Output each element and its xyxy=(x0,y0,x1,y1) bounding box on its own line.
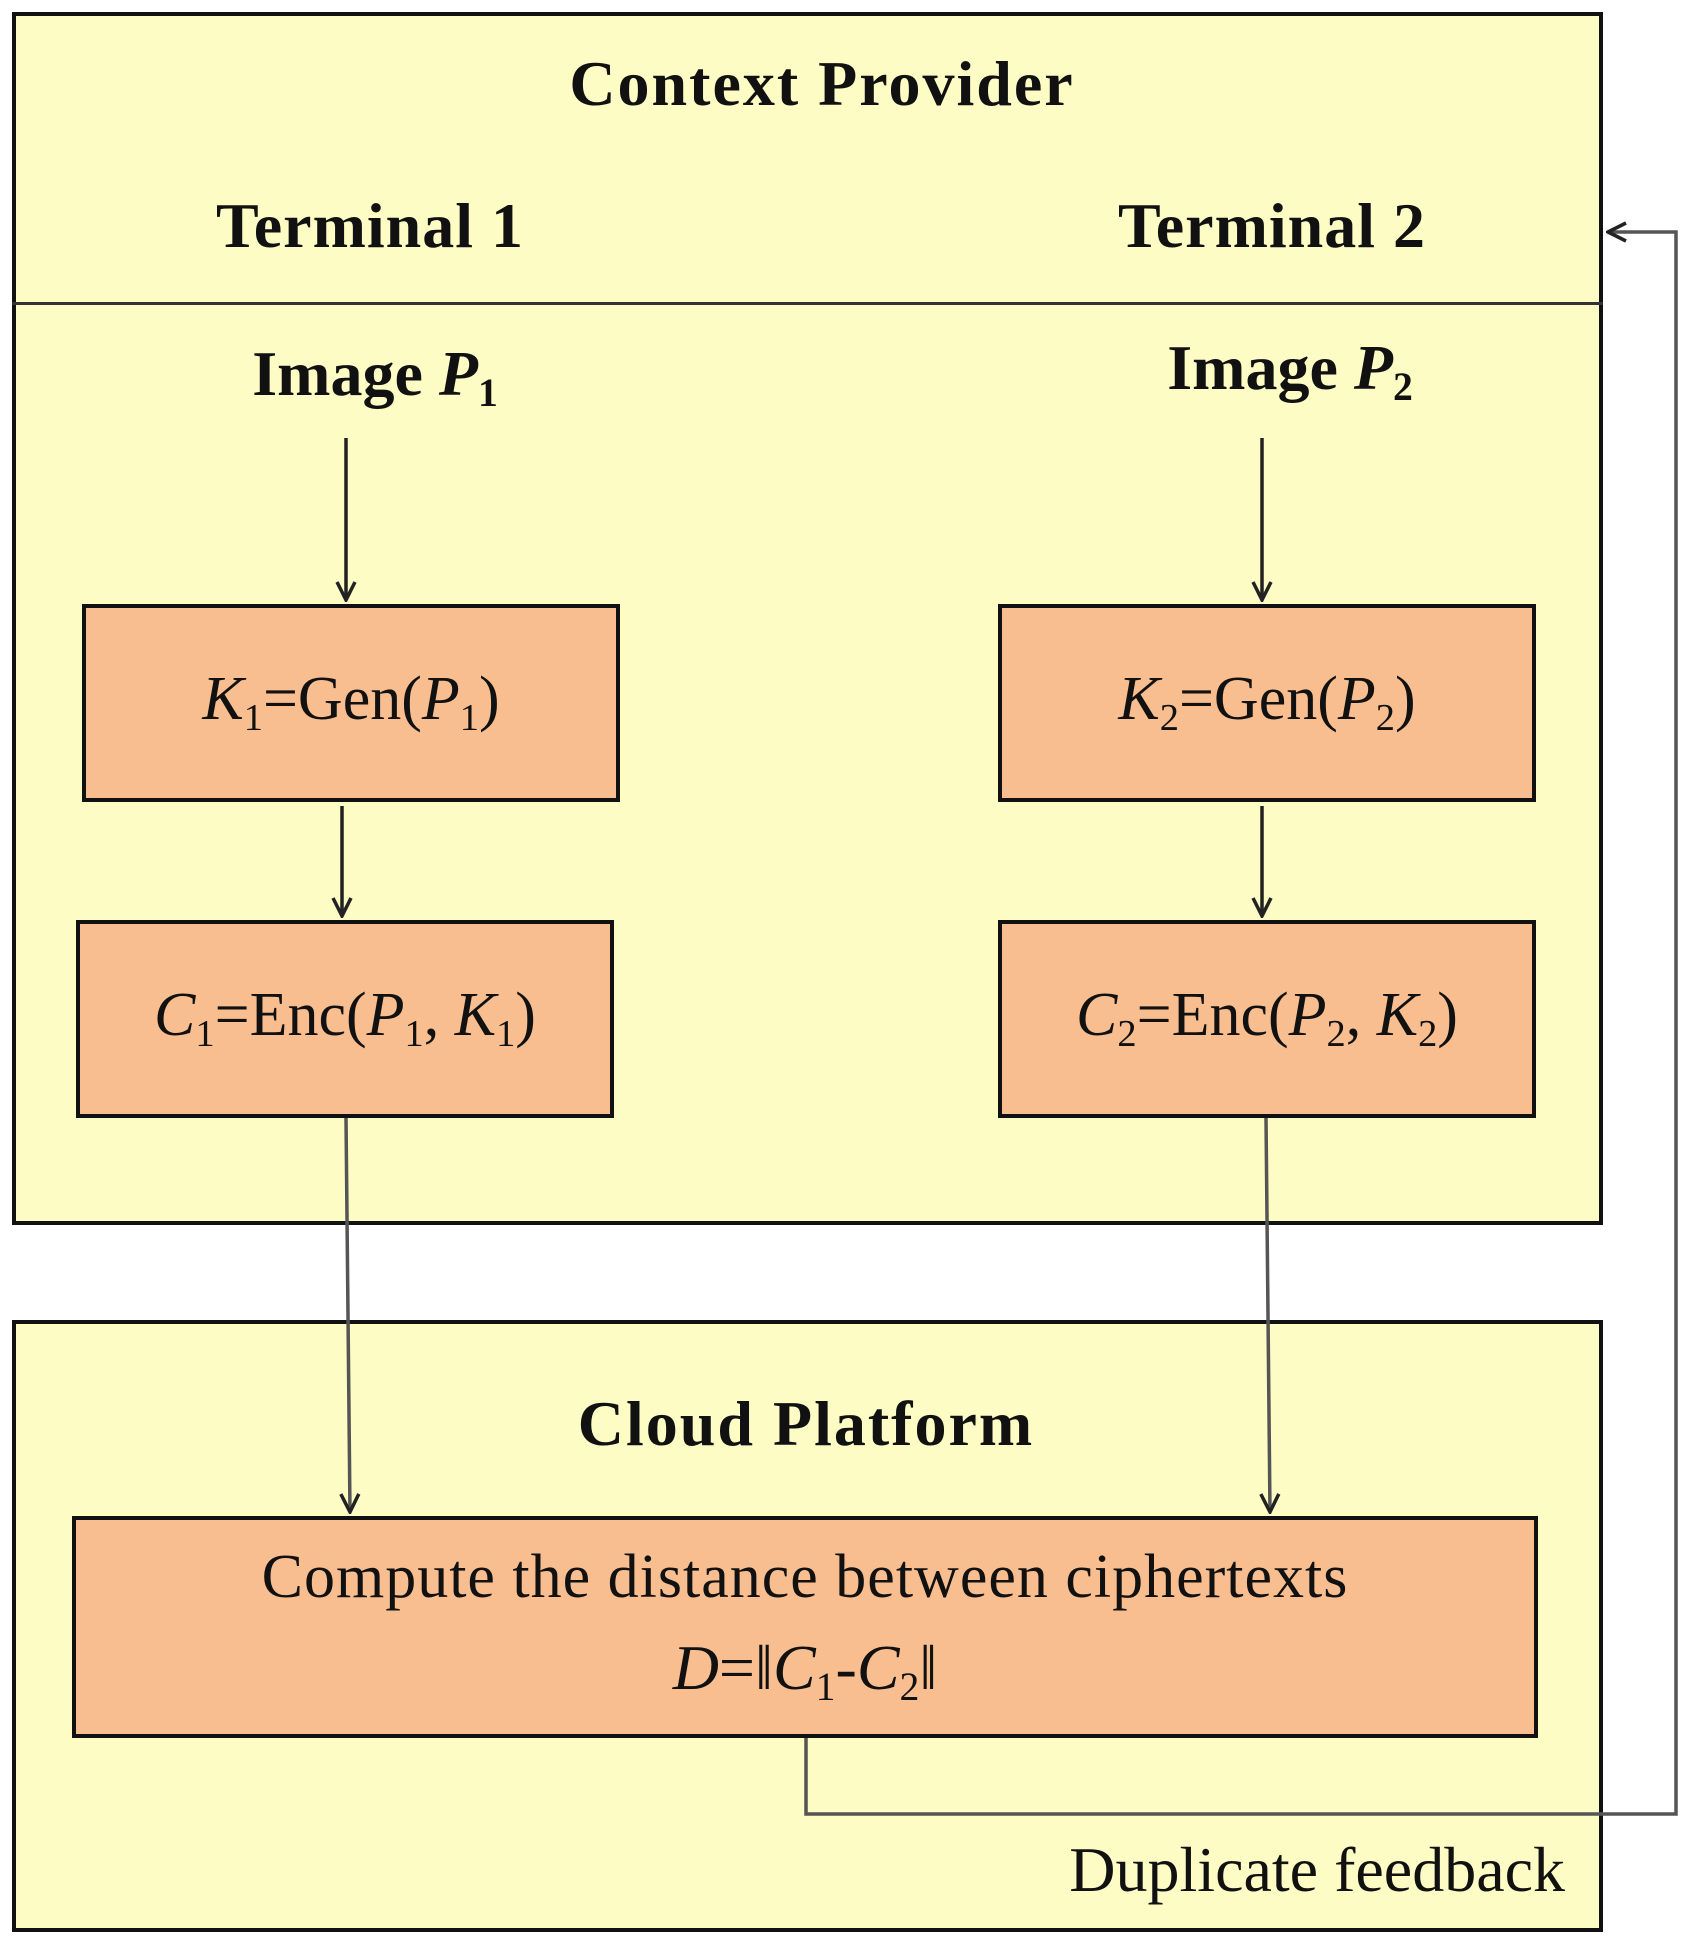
terminal-divider xyxy=(12,302,1603,305)
image-p2-label: Image P2 xyxy=(1167,332,1413,410)
compute-distance-text: Compute the distance between ciphertexts xyxy=(261,1543,1349,1612)
cloud-platform-title: Cloud Platform xyxy=(577,1388,1035,1459)
context-provider-title: Context Provider xyxy=(569,48,1075,119)
distance-formula: D=‖C1-C2‖ xyxy=(672,1632,938,1710)
terminal-2-label: Terminal 2 xyxy=(1117,190,1427,261)
keygen-box-2: K2=Gen(P2) xyxy=(998,604,1536,802)
keygen-box-1: K1=Gen(P1) xyxy=(82,604,620,802)
keygen-formula-2: K2=Gen(P2) xyxy=(1118,665,1416,740)
encrypt-formula-2: C2=Enc(P2, K2) xyxy=(1076,981,1458,1056)
keygen-formula-1: K1=Gen(P1) xyxy=(202,665,500,740)
image-p1-label: Image P1 xyxy=(252,338,498,416)
encrypt-box-2: C2=Enc(P2, K2) xyxy=(998,920,1536,1118)
terminal-1-label: Terminal 1 xyxy=(215,190,525,261)
encrypt-box-1: C1=Enc(P1, K1) xyxy=(76,920,614,1118)
duplicate-feedback-arrow xyxy=(804,232,1678,1816)
duplicate-feedback-label: Duplicate feedback xyxy=(1069,1834,1565,1905)
encrypt-formula-1: C1=Enc(P1, K1) xyxy=(154,981,536,1056)
compute-distance-box: Compute the distance between ciphertexts… xyxy=(72,1516,1538,1738)
arrow-encrypt1-to-compute xyxy=(346,1117,350,1512)
arrow-encrypt2-to-compute xyxy=(1266,1117,1270,1512)
